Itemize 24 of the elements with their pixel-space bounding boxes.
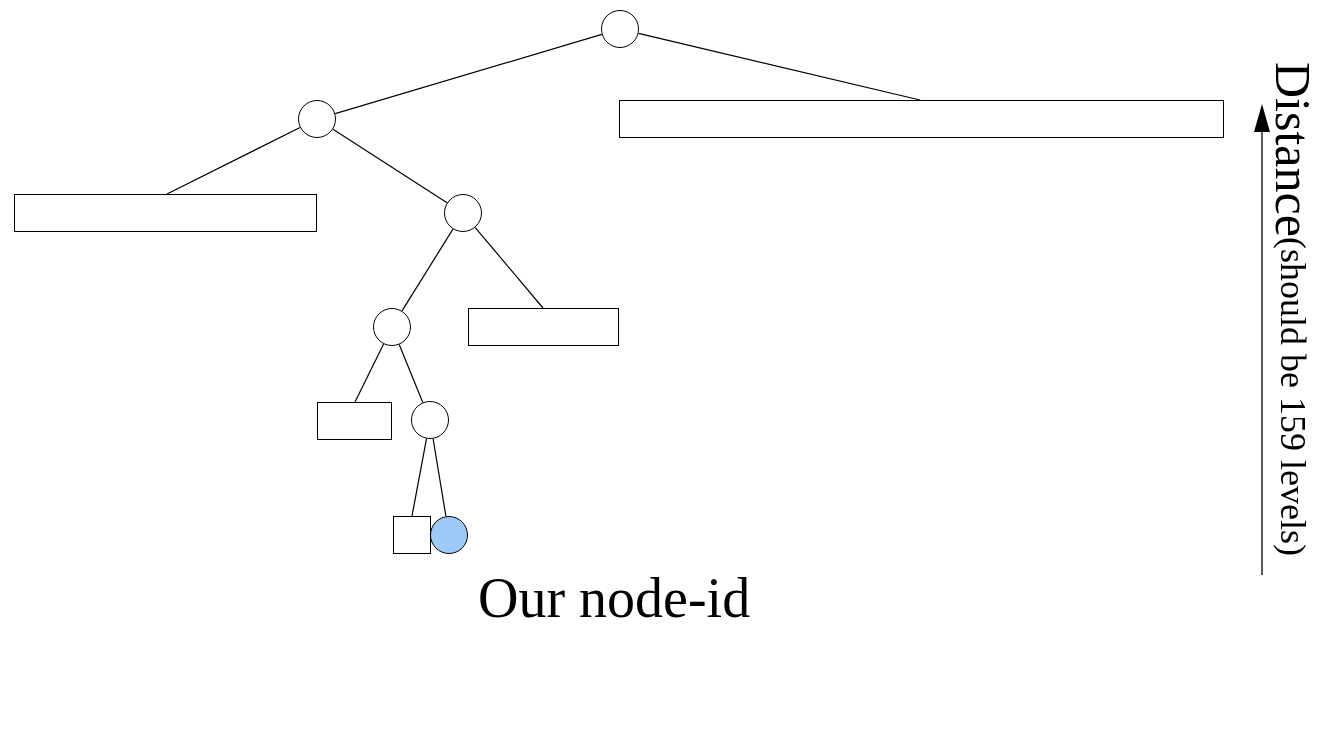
connector-line <box>332 128 448 204</box>
leaf-bar <box>468 308 619 346</box>
leaf-box <box>317 402 392 440</box>
connector-line <box>354 343 385 403</box>
connector-line <box>401 228 454 312</box>
connector-line <box>411 438 428 517</box>
leaf-box <box>393 516 431 554</box>
connector-line <box>432 438 447 517</box>
connector-line <box>166 126 301 195</box>
tree-node-circle <box>430 516 468 554</box>
connector-line <box>398 344 424 403</box>
connector-line <box>474 226 544 309</box>
axis-label: Our node-id <box>478 568 751 630</box>
tree-node-circle <box>298 100 336 138</box>
connector-line <box>637 32 921 101</box>
tree-node-circle <box>444 194 482 232</box>
tree-node-circle <box>411 401 449 439</box>
leaf-bar <box>14 194 317 232</box>
axis-label: (should be 159 levels) <box>1275 236 1311 556</box>
axis-label: Distance <box>1268 62 1318 237</box>
leaf-bar <box>619 100 1224 138</box>
tree-node-circle <box>601 10 639 48</box>
connector-line <box>334 33 603 115</box>
tree-node-circle <box>373 308 411 346</box>
